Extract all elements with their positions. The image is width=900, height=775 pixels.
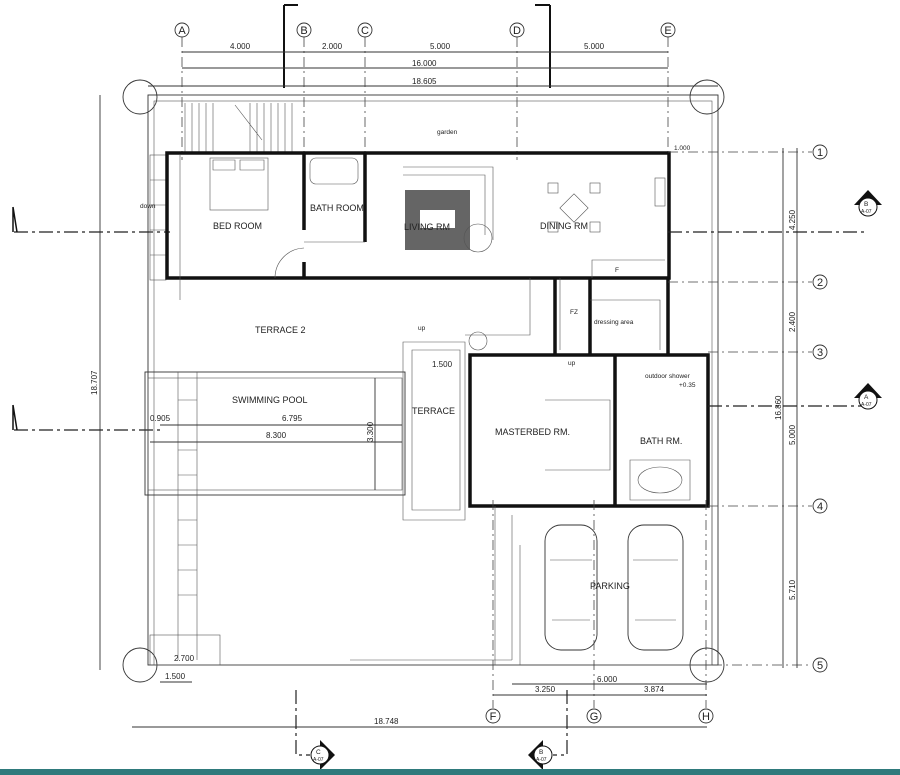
section-cut-marker: [12, 404, 18, 431]
dim-text: 0.905: [150, 414, 171, 423]
grid-column-markers: A B C D E: [174, 22, 676, 160]
stair-up-label: up: [418, 325, 426, 332]
stairs: down: [140, 103, 293, 281]
dim-text: 5.000: [788, 424, 797, 445]
swimming-pool: SWIMMING POOL 0.905 6.795 8.300 3.300: [144, 371, 406, 660]
dim-text: 3.874: [644, 685, 665, 694]
bathtub-icon: [637, 466, 683, 494]
dim-text: 2.400: [788, 311, 797, 332]
car-icon: [544, 524, 598, 651]
bed-icon: [209, 157, 269, 211]
room-label-living: LIVING RM: [404, 222, 450, 232]
stair-up-label: up: [568, 360, 576, 367]
dim-text: 5.000: [430, 42, 451, 51]
dim-text: 16.000: [412, 59, 437, 68]
room-label-bathroom: BATH ROOM: [310, 203, 364, 213]
dim-text: 6.795: [282, 414, 303, 423]
section-sheet: A-07: [861, 402, 872, 408]
car-icon: [627, 524, 684, 651]
bathtub-icon: [309, 157, 359, 185]
section-letter: A: [864, 394, 869, 401]
fridge-label: F: [615, 267, 619, 274]
section-marker-b-right: B A-07: [854, 190, 882, 217]
grid-label: B: [300, 25, 307, 37]
grid-label: A: [178, 25, 186, 37]
grid-label: D: [513, 25, 521, 37]
dim-text: 18.748: [374, 717, 399, 726]
grid-bubble-a: A: [174, 22, 190, 38]
room-label-garden: garden: [437, 129, 458, 136]
dim-text: 18.707: [90, 370, 99, 395]
gate: 2.700 1.500: [149, 634, 221, 683]
grid-bubble-b: B: [296, 22, 312, 38]
dim-text: 5.710: [788, 579, 797, 600]
section-marker-b-bottom: B A-07: [528, 740, 553, 770]
section-cut-marker: [12, 206, 18, 233]
dim-text: 6.000: [597, 675, 618, 684]
grid-label: F: [490, 711, 497, 723]
section-marker-a-right: A A-07: [854, 383, 882, 410]
master-block: FZ up dressing area outdoor shower +0.35…: [468, 278, 710, 508]
dim-text: 3.300: [366, 421, 375, 442]
grid-label: 2: [817, 277, 823, 289]
section-sheet: A-07: [536, 757, 547, 763]
dining-table-icon: [547, 182, 601, 233]
section-letter: B: [539, 749, 543, 756]
room-label-parking: PARKING: [590, 581, 630, 591]
footer-bar: [0, 769, 900, 775]
grid-bubble-e: E: [660, 22, 676, 38]
dim-text: 4.250: [788, 209, 797, 230]
grid-label: H: [702, 711, 710, 723]
room-label-terrace-2: TERRACE 2: [255, 325, 306, 335]
parking: PARKING: [350, 506, 713, 665]
dim-text: 8.300: [266, 431, 287, 440]
dim-text: 4.000: [230, 42, 251, 51]
upper-block: F 1.000 garden BED ROOM BATH ROOM LIVING…: [165, 129, 691, 280]
dim-text: 18.605: [412, 77, 437, 86]
room-label-bath-rm: BATH RM.: [640, 436, 682, 446]
dim-text: 16.860: [774, 395, 783, 420]
dim-text: 1.500: [165, 672, 186, 681]
room-label-shower: outdoor shower: [645, 373, 691, 380]
section-cut-marker: [283, 4, 551, 88]
bottom-dimensions: 6.000 3.250 3.874 18.748 F G H: [132, 500, 714, 728]
dim-text: 2.000: [322, 42, 343, 51]
section-letter: C: [316, 749, 321, 756]
section-sheet: A-07: [313, 757, 324, 763]
room-label-terrace: TERRACE: [412, 406, 455, 416]
dim-text: 2.700: [174, 654, 195, 663]
room-label-dressing: dressing area: [594, 319, 634, 326]
grid-bubble-c: C: [357, 22, 373, 38]
section-sheet: A-07: [861, 209, 872, 215]
terrace: up 1.500 TERRACE: [402, 325, 488, 521]
section-marker-c-bottom: C A-07: [310, 740, 335, 770]
room-label-pool: SWIMMING POOL: [232, 395, 308, 405]
room-label-dining: DINING RM: [540, 221, 588, 231]
grid-label: C: [361, 25, 369, 37]
level-text: +0.35: [679, 382, 696, 389]
grid-bubble-d: D: [509, 22, 525, 38]
grid-label: G: [590, 711, 599, 723]
grid-label: 1: [817, 147, 823, 159]
dim-text: 5.000: [584, 42, 605, 51]
dim-text: 3.250: [535, 685, 556, 694]
grid-label: 5: [817, 660, 823, 672]
grid-label: 4: [817, 501, 823, 513]
stove-icon: [654, 177, 666, 207]
room-label-bedroom: BED ROOM: [213, 221, 262, 231]
dim-text: 1.000: [674, 145, 691, 152]
sofa-icon: [403, 166, 494, 240]
room-label-master: MASTERBED RM.: [495, 427, 570, 437]
stair-down-label: down: [140, 203, 156, 210]
grid-row-markers: 1 2 3 4 5 4.250 2.400 5.000 5.710 16.860: [668, 144, 828, 673]
fz-label: FZ: [570, 309, 578, 316]
top-dimensions: 4.000 2.000 5.000 5.000 16.000 18.605: [148, 42, 718, 87]
section-letter: B: [864, 201, 868, 208]
grid-label: E: [664, 25, 671, 37]
level-text: 1.500: [432, 360, 453, 369]
grid-label: 3: [817, 347, 823, 359]
